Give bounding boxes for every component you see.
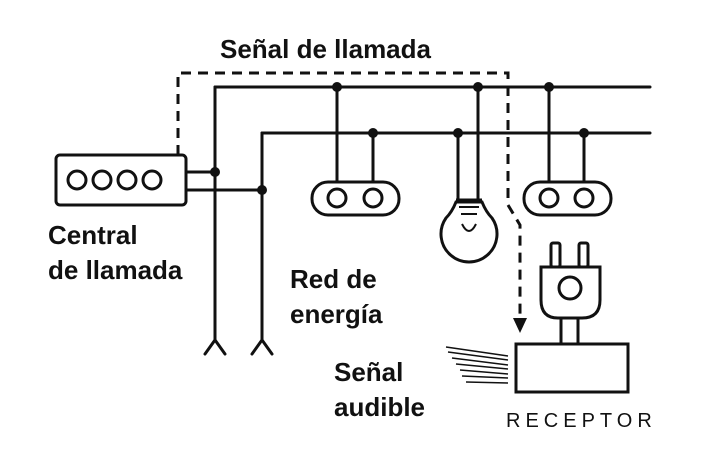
outlet-2 [522,180,613,217]
light-bulb [439,198,499,264]
junction-dot [257,185,267,195]
junction-dot [453,128,463,138]
call-center-label-line1: Central [48,220,138,250]
sound-waves [445,346,509,384]
power-grid-label-line2: energía [290,299,383,329]
junction-dot [473,82,483,92]
audible-signal-label-line1: Señal [334,357,404,387]
receiver-box [514,342,630,394]
right-plug-prongs [250,337,274,356]
power-grid-label-line1: Red de [290,264,377,294]
receiver-label: RECEPTOR [506,410,657,432]
call-signal-label: Señal de llamada [220,34,431,64]
call-signal-path [176,71,522,320]
junction-dot [368,128,378,138]
audible-signal-label-line2: audible [334,392,426,422]
outlet-1 [310,180,401,217]
left-plug-prongs [203,337,227,356]
receiver-plug [539,241,602,344]
junction-dot [579,128,589,138]
junction-dot [332,82,342,92]
junction-dot [544,82,554,92]
junction-dot [210,167,220,177]
call-signal-arrowhead [513,318,527,333]
call-center-label-line2: de llamada [48,255,183,285]
call-center-box [54,153,188,207]
